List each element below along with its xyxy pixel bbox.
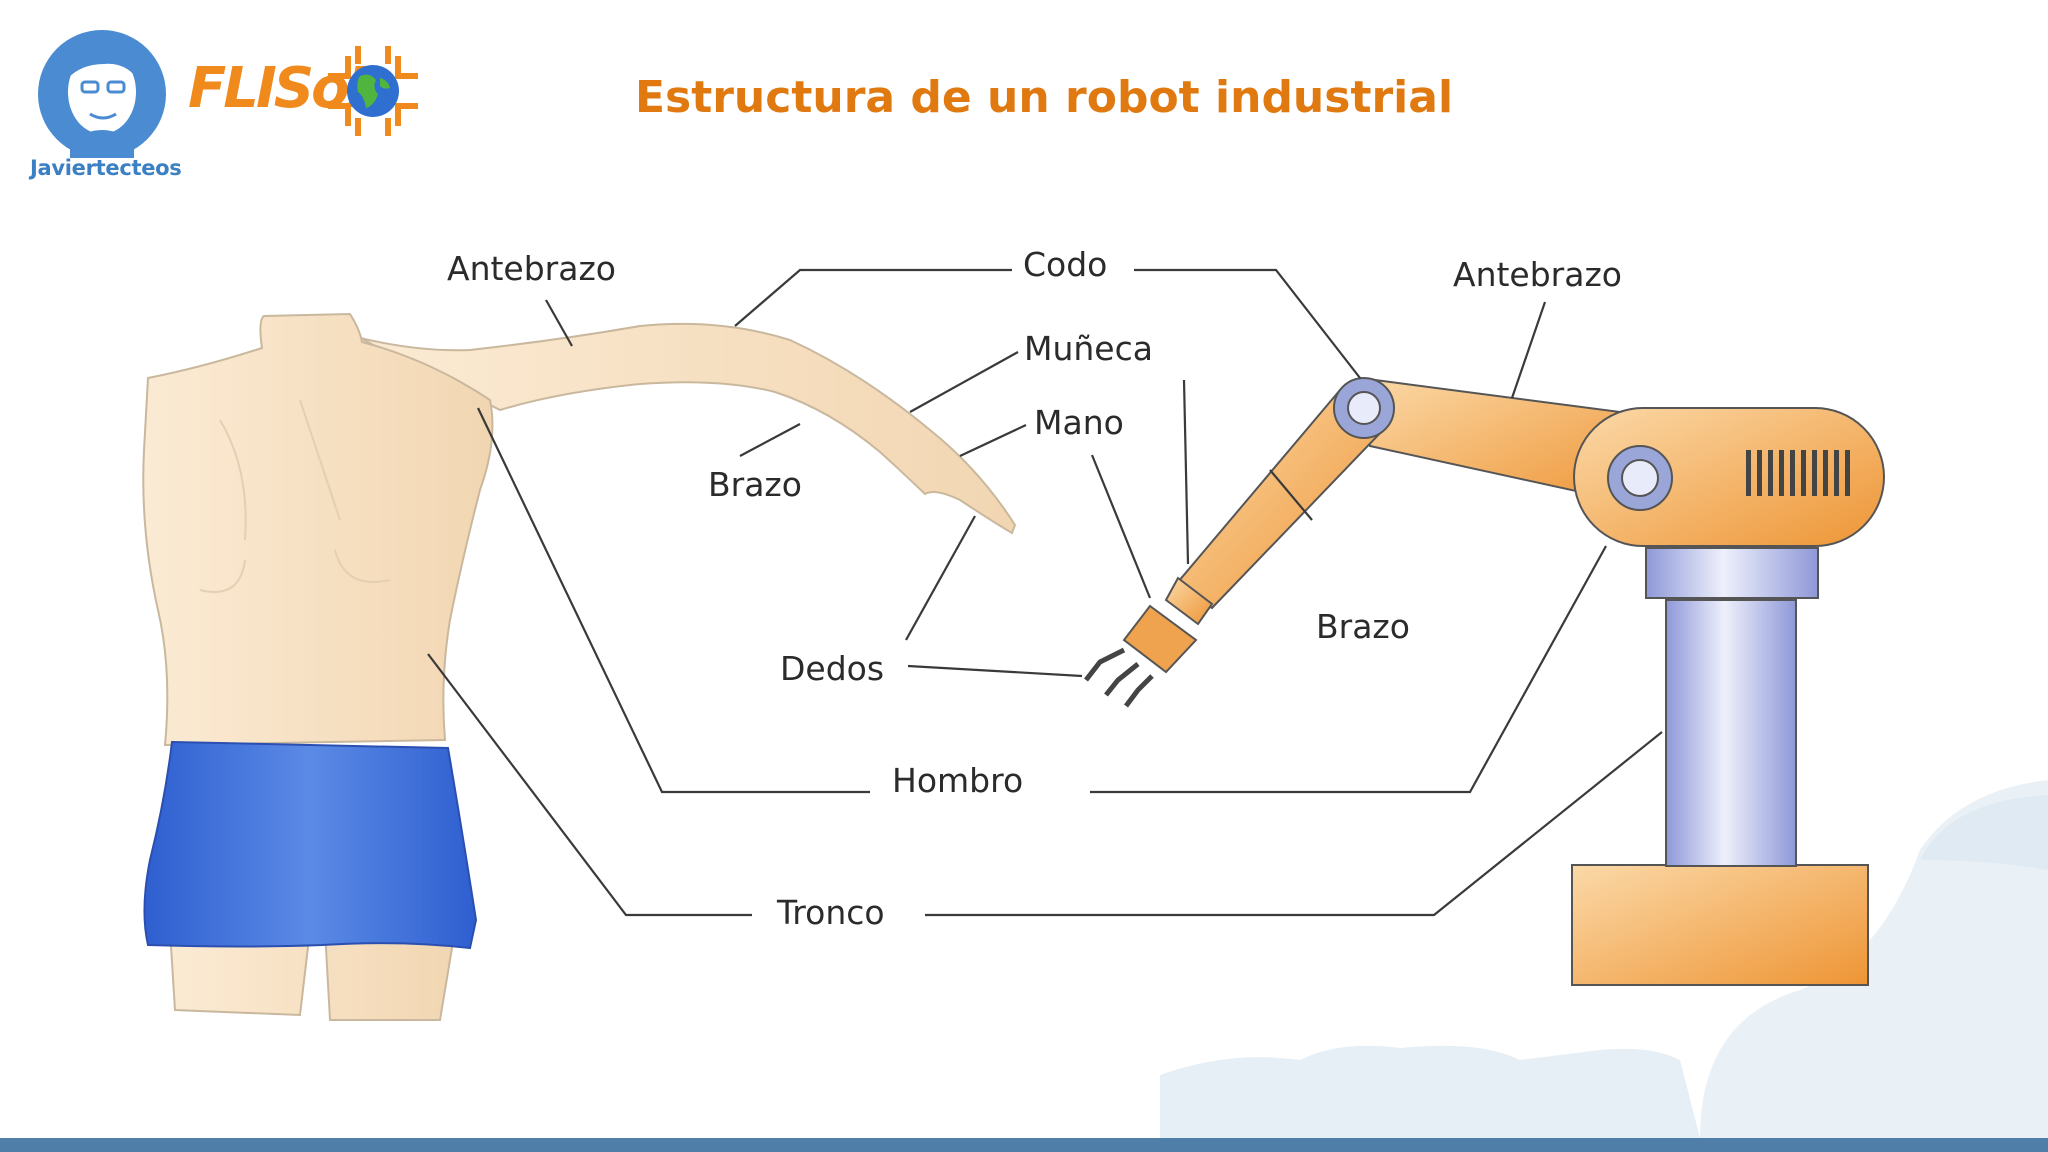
human-torso	[142, 312, 494, 747]
robot-fingers-icon	[1084, 647, 1154, 708]
human-shorts	[143, 740, 478, 950]
muscle-lines	[199, 399, 391, 593]
flisol-globe-icon	[328, 46, 418, 136]
robot-column	[1665, 599, 1797, 867]
leader-antebrazo-left	[545, 299, 573, 347]
leader-muneca	[909, 351, 1019, 413]
label-brazo-left: Brazo	[708, 465, 802, 504]
leader-lines	[427, 268, 1663, 917]
cloud-shape	[1160, 1045, 1700, 1138]
label-tronco: Tronco	[776, 893, 885, 932]
leader-tronco-right	[925, 731, 1663, 917]
slide-title: Estructura de un robot industrial	[634, 72, 1454, 123]
cloud-shape	[1920, 795, 2048, 870]
leader-dedos-robot	[907, 664, 1083, 678]
leader-brazo-right	[1269, 469, 1313, 521]
human-arm	[359, 322, 1017, 535]
robot-vent-icon	[1746, 450, 1850, 496]
robot-figure	[1084, 376, 1885, 986]
label-mano: Mano	[1034, 403, 1124, 442]
leader-antebrazo-right	[1510, 301, 1547, 399]
label-muneca: Muñeca	[1024, 329, 1153, 368]
leader-dedos	[905, 515, 976, 641]
label-brazo-right: Brazo	[1316, 607, 1410, 646]
robot-column-cap	[1645, 547, 1819, 599]
robot-shoulder-housing	[1573, 407, 1885, 547]
leader-mano-robot	[1090, 454, 1152, 599]
avatar-logo	[38, 30, 166, 158]
leader-mano	[959, 424, 1027, 457]
leader-codo-right	[1134, 268, 1361, 379]
label-antebrazo-left: Antebrazo	[447, 249, 616, 288]
leader-muneca-robot	[1182, 379, 1190, 565]
leader-hombro-right	[1090, 545, 1607, 794]
label-hombro: Hombro	[892, 761, 1023, 800]
label-codo: Codo	[1023, 245, 1107, 284]
human-figure	[142, 312, 1017, 1021]
leader-brazo-left	[739, 423, 801, 457]
leader-tronco	[427, 653, 752, 917]
robot-hand	[1122, 604, 1198, 674]
leader-codo	[734, 268, 1012, 327]
label-dedos: Dedos	[780, 649, 884, 688]
leader-hombro	[477, 407, 870, 794]
author-label: Javiertecteos	[30, 156, 182, 180]
robot-wrist	[1164, 576, 1214, 626]
cloud-shape	[1700, 780, 2048, 1138]
robot-base	[1571, 864, 1869, 986]
bottom-bar	[0, 1138, 2048, 1152]
label-antebrazo-right: Antebrazo	[1453, 255, 1622, 294]
